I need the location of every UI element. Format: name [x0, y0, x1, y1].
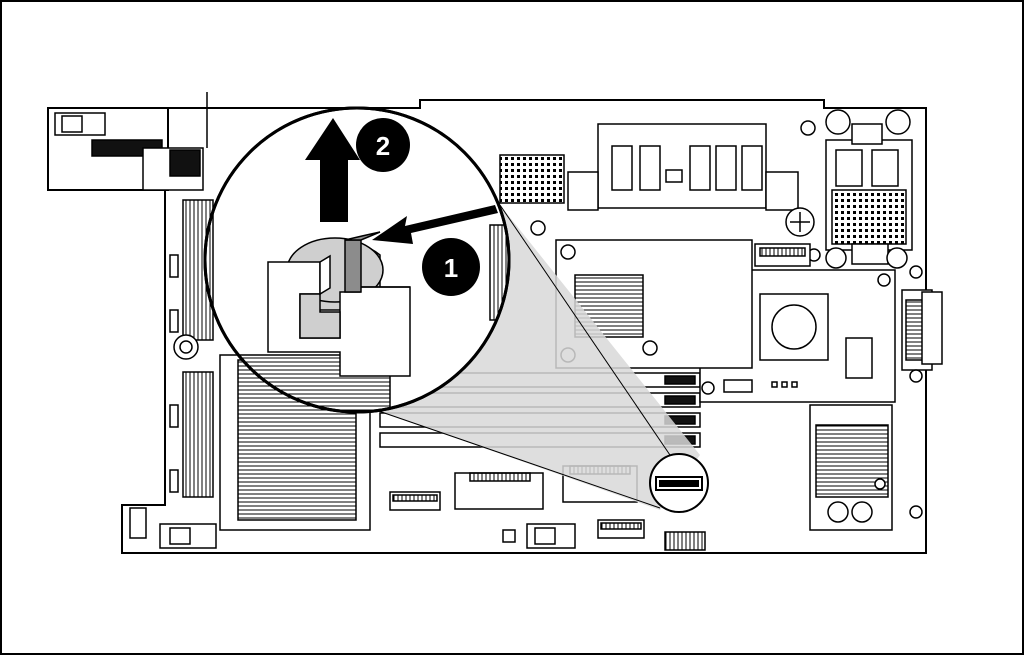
rear-bracket: [54, 92, 208, 191]
lower-right-heatsink: [809, 404, 923, 531]
callout-step-2-label: 2: [376, 131, 390, 161]
mezzanine-module: [699, 269, 896, 403]
callout-step-2: 2: [356, 118, 410, 172]
lift-battery-arrow: [305, 118, 360, 222]
callout-step-1: 1: [422, 238, 480, 296]
battery-location-marker: [649, 453, 709, 513]
right-connectors: [754, 109, 943, 383]
press-tab-arrow: [372, 205, 498, 244]
callout-step-1-label: 1: [444, 253, 458, 283]
memory-module: [499, 120, 816, 237]
